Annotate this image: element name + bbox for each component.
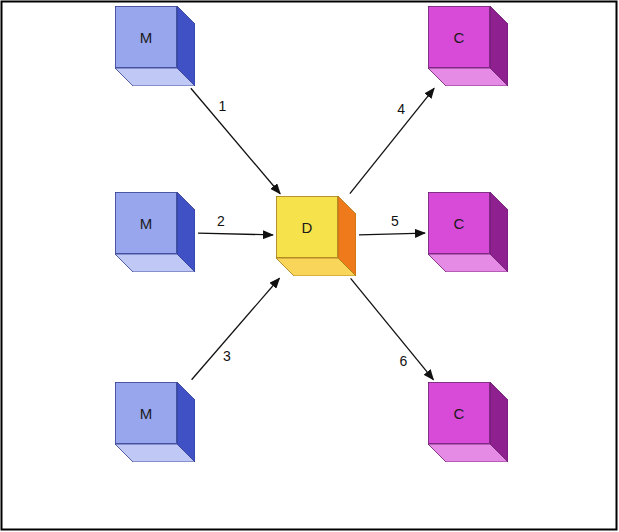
node-letter: C: [428, 6, 490, 68]
cube-bottom: [428, 444, 508, 462]
source-cube: M: [115, 6, 195, 86]
flow-arrow: [351, 278, 434, 379]
flow-arrow: [359, 233, 425, 235]
node-letter: D: [276, 196, 338, 258]
cube-front: [116, 7, 177, 68]
cube-shape: [115, 382, 195, 462]
cube-bottom: [115, 68, 195, 86]
callout-number: 3: [221, 349, 233, 364]
cube-front: [429, 383, 490, 444]
cube-shape: [428, 6, 508, 86]
cube-bottom: [428, 254, 508, 272]
cube-bottom: [115, 444, 195, 462]
flow-arrow: [191, 88, 280, 193]
flow-arrow: [350, 88, 434, 193]
target-cube: C: [428, 382, 508, 462]
cube-bottom: [115, 254, 195, 272]
flow-arrow: [192, 278, 280, 379]
callout-number: 1: [216, 99, 228, 114]
node-letter: C: [428, 382, 490, 444]
callout-number: 4: [395, 103, 407, 118]
source-cube: M: [115, 382, 195, 462]
node-letter: M: [115, 382, 177, 444]
cube-front: [116, 383, 177, 444]
cube-bottom: [428, 68, 508, 86]
target-cube: C: [428, 6, 508, 86]
cube-shape: [428, 382, 508, 462]
node-letter: M: [115, 192, 177, 254]
cube-shape: [115, 192, 195, 272]
hub-cube: D: [276, 196, 356, 276]
flow-arrow: [198, 233, 273, 235]
node-letter: M: [115, 6, 177, 68]
callout-number: 2: [215, 214, 227, 229]
callout-number: 5: [389, 214, 401, 229]
cube-shape: [115, 6, 195, 86]
cube-shape: [276, 196, 356, 276]
target-cube: C: [428, 192, 508, 272]
source-cube: M: [115, 192, 195, 272]
cube-bottom: [276, 258, 356, 276]
cube-shape: [428, 192, 508, 272]
cube-front: [277, 197, 338, 258]
node-letter: C: [428, 192, 490, 254]
cube-front: [429, 193, 490, 254]
cube-front: [116, 193, 177, 254]
cube-front: [429, 7, 490, 68]
callout-number: 6: [398, 354, 410, 369]
